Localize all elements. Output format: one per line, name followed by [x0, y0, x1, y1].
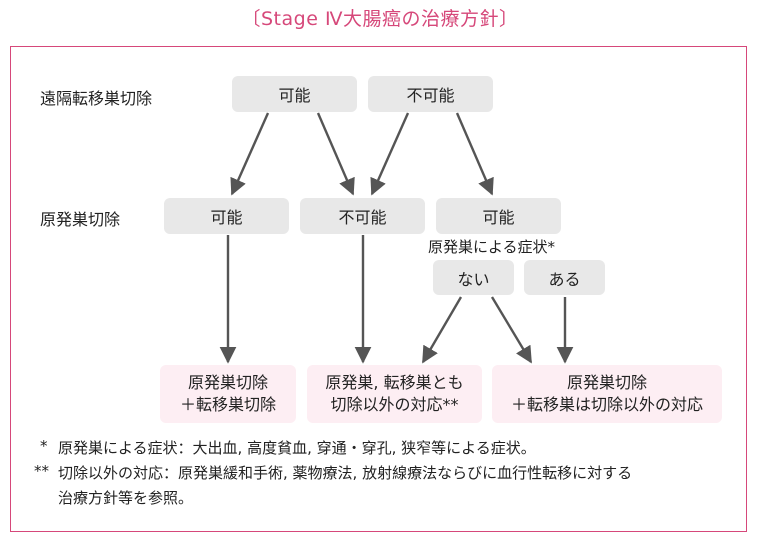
arrow-distant-impossible-to-primary-impossible: [370, 112, 410, 196]
outcome-c-box: 原発巣切除 ＋転移巣は切除以外の対応: [492, 365, 722, 423]
symptom-none-box: ない: [433, 260, 514, 295]
footnote-mark-2: **: [34, 462, 49, 480]
symptom-label: 原発巣による症状*: [428, 238, 556, 256]
diagram-frame: [10, 46, 747, 532]
outcome-a-line1: 原発巣切除: [187, 373, 268, 392]
arrow-symptom-none-to-outcome-b: [421, 296, 463, 364]
diagram-title: 〔Stage Ⅳ大腸癌の治療方針〕: [241, 8, 519, 30]
outcome-c-line2: ＋転移巣は切除以外の対応: [510, 395, 703, 414]
outcome-b-line2: 切除以外の対応**: [330, 395, 459, 414]
outcome-a-box: 原発巣切除 ＋転移巣切除: [160, 365, 296, 423]
row-label-primary-resection: 原発巣切除: [40, 210, 121, 229]
outcome-b-box: 原発巣, 転移巣とも 切除以外の対応**: [307, 365, 482, 423]
outcome-b-line1: 原発巣, 転移巣とも: [325, 373, 464, 392]
arrow-distant-possible-to-primary-impossible: [316, 112, 355, 196]
row-label-distant-resection: 遠隔転移巣切除: [40, 89, 153, 108]
footnote-1: 原発巣による症状：大出血, 高度貧血, 穿通・穿孔, 狭窄等による症状。: [58, 439, 536, 457]
arrow-distant-impossible-to-primary-possible: [455, 112, 494, 196]
symptom-present-box: ある: [524, 260, 605, 295]
primary-impossible-box: 不可能: [300, 198, 425, 234]
arrow-symptom-none-to-outcome-c: [490, 296, 533, 364]
footnote-2-line1: 切除以外の対応：原発巣緩和手術, 薬物療法, 放射線療法ならびに血行性転移に対す…: [58, 464, 633, 482]
primary-possible-right-box: 可能: [436, 198, 561, 234]
outcome-a-line2: ＋転移巣切除: [179, 395, 276, 414]
primary-possible-left-box: 可能: [164, 198, 289, 234]
distant-impossible-box: 不可能: [368, 76, 493, 112]
outcome-c-line1: 原発巣切除: [566, 373, 647, 392]
footnote-mark-1: *: [40, 437, 48, 455]
footnote-2-line2: 治療方針等を参照。: [58, 489, 194, 507]
arrow-distant-possible-to-primary-possible: [230, 112, 270, 196]
distant-possible-box: 可能: [232, 76, 357, 112]
